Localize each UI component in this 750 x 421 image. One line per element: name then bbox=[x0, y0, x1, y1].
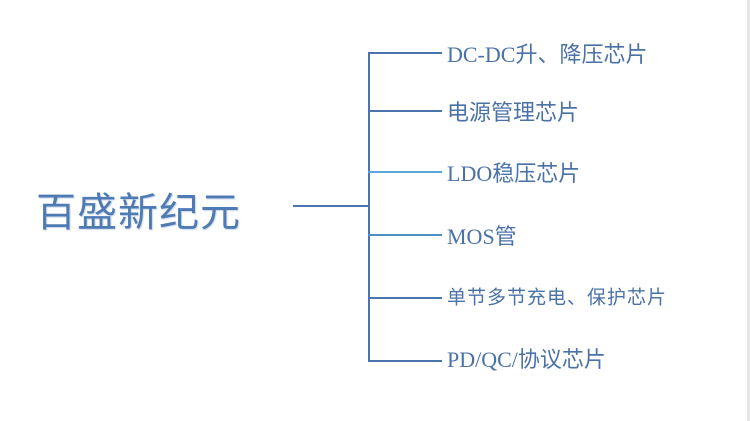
branch-ldo-chips: LDO稳压芯片 bbox=[447, 161, 581, 186]
branch-mos: MOS管 bbox=[447, 224, 517, 249]
root-node-label: 百盛新纪元 bbox=[36, 190, 241, 236]
branch-charging-protection-chips: 单节多节充电、保护芯片 bbox=[447, 287, 668, 309]
branch-dc-dc-chips: DC-DC升、降压芯片 bbox=[447, 42, 648, 67]
branch-connector-2 bbox=[368, 110, 442, 112]
root-connector bbox=[293, 205, 369, 207]
trunk-line bbox=[368, 52, 370, 361]
branch-connector-5 bbox=[368, 297, 442, 299]
branch-connector-6 bbox=[368, 360, 442, 362]
branch-connector-4 bbox=[368, 234, 442, 236]
branch-connector-3 bbox=[368, 171, 442, 173]
branch-protocol-chips: PD/QC/协议芯片 bbox=[447, 347, 606, 372]
branch-power-management-chips: 电源管理芯片 bbox=[447, 100, 580, 125]
branch-connector-1 bbox=[368, 52, 442, 54]
